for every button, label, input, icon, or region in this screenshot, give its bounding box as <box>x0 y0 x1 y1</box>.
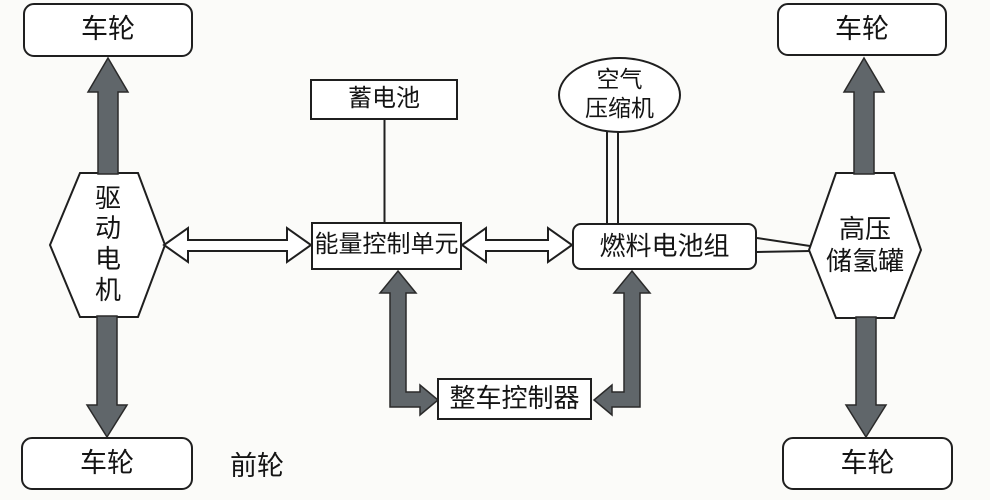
wheel-top-left-box: 车轮 <box>23 3 193 57</box>
fuelcell-controller-elbow-arrow <box>592 269 652 417</box>
energy-control-unit-box: 能量控制单元 <box>311 222 462 270</box>
battery-box: 蓄电池 <box>310 79 458 120</box>
air-compressor-ellipse: 空气 压缩机 <box>558 57 681 133</box>
tank-to-bottom-right-wheel-arrow <box>844 316 888 439</box>
wheel-bottom-left-box: 车轮 <box>21 437 193 490</box>
hydrogen-tank-label: 高压 储氢罐 <box>825 215 904 276</box>
fuelcell-to-tank-line-2 <box>756 250 811 253</box>
fuelcell-to-tank-line-1 <box>756 237 811 247</box>
ecu-controller-elbow-arrow <box>378 269 440 417</box>
drive-motor-label: 驱 动 电 机 <box>94 183 121 305</box>
front-wheel-note: 前轮 <box>230 451 284 481</box>
fuel-cell-stack-box: 燃料电池组 <box>572 223 757 270</box>
motor-to-bottom-left-wheel-arrow <box>85 315 129 439</box>
motor-ecu-open-double-arrow <box>162 226 313 264</box>
wheel-bottom-right-box: 车轮 <box>782 437 953 490</box>
ecu-fuelcell-open-double-arrow <box>460 226 574 264</box>
tank-to-top-right-wheel-arrow <box>842 56 886 175</box>
wheel-top-right-box: 车轮 <box>777 3 947 56</box>
hydrogen-tank-hexagon <box>807 172 923 319</box>
motor-to-top-left-wheel-arrow <box>86 56 130 175</box>
drive-motor-hexagon <box>48 172 167 318</box>
vehicle-controller-box: 整车控制器 <box>437 378 592 420</box>
